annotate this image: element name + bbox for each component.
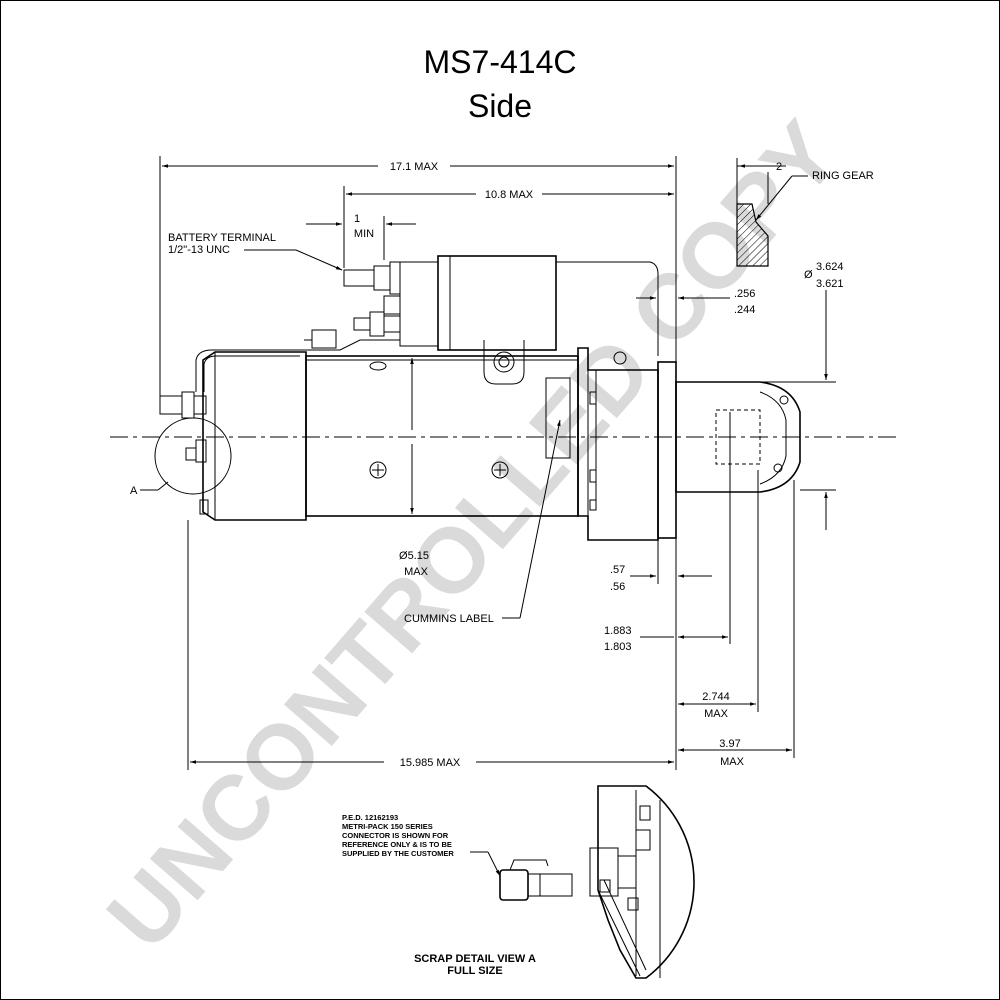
dim-flange-gap: .256 .244 [636, 288, 755, 316]
ring-gear-callout: RING GEAR [755, 170, 874, 221]
svg-text:10.8 MAX: 10.8 MAX [485, 189, 534, 201]
dim-nose-total: 3.97 MAX [678, 480, 795, 768]
dim-solenoid-length: 10.8 MAX [343, 186, 674, 268]
svg-text:2.744: 2.744 [702, 691, 730, 703]
svg-text:RING GEAR: RING GEAR [812, 170, 874, 182]
svg-text:SCRAP DETAIL VIEW A: SCRAP DETAIL VIEW A [414, 953, 536, 965]
detail-a-callout: A [130, 417, 232, 497]
cummins-label-callout: CUMMINS LABEL [404, 419, 561, 625]
scrap-detail-view-a: SCRAP DETAIL VIEW A FULL SIZE [414, 785, 695, 979]
svg-text:FULL SIZE: FULL SIZE [447, 965, 502, 977]
battery-terminal-callout: BATTERY TERMINAL 1/2"-13 UNC [168, 232, 343, 271]
svg-text:Ø: Ø [804, 269, 813, 281]
svg-text:CUMMINS LABEL: CUMMINS LABEL [404, 613, 494, 625]
dim-body-diameter: Ø5.15 MAX [399, 358, 429, 578]
detail-a-label: A [130, 485, 138, 497]
svg-text:.56: .56 [610, 581, 625, 593]
svg-text:17.1 MAX: 17.1 MAX [390, 161, 439, 173]
svg-text:3.97: 3.97 [719, 738, 740, 750]
starter-motor-body [159, 339, 801, 541]
metri-pack-connector [499, 859, 573, 901]
dim-ring-gear-offset: 2 [736, 158, 786, 204]
svg-text:SUPPLIED BY THE CUSTOMER: SUPPLIED BY THE CUSTOMER [342, 849, 454, 858]
svg-text:1.883: 1.883 [604, 625, 632, 637]
dim-pinion-diameter: Ø 3.624 3.621 [762, 261, 844, 530]
drawing-title: MS7-414C [423, 44, 577, 80]
svg-text:1: 1 [354, 213, 360, 225]
svg-text:15.985 MAX: 15.985 MAX [400, 757, 461, 769]
svg-text:.256: .256 [734, 288, 755, 300]
svg-text:REFERENCE ONLY & IS TO BE: REFERENCE ONLY & IS TO BE [342, 840, 452, 849]
dim-nose-length: 2.744 MAX [678, 470, 759, 720]
svg-text:MAX: MAX [404, 566, 429, 578]
svg-text:3.624: 3.624 [816, 261, 844, 273]
svg-text:METRI-PACK 150 SERIES: METRI-PACK 150 SERIES [342, 822, 433, 831]
svg-text:P.E.D. 12162193: P.E.D. 12162193 [342, 813, 398, 822]
dim-terminal-min: 1 MIN [306, 213, 416, 260]
svg-text:2: 2 [776, 161, 782, 173]
dim-pinion-position: 1.883 1.803 [604, 412, 731, 653]
dim-flange-thickness: .57 .56 [610, 494, 712, 770]
dim-mount-length: 15.985 MAX [187, 520, 674, 770]
ring-gear-section [736, 203, 769, 267]
svg-text:CONNECTOR IS SHOWN FOR: CONNECTOR IS SHOWN FOR [342, 831, 449, 840]
dim-overall-length: 17.1 MAX [159, 156, 677, 400]
svg-text:.244: .244 [734, 304, 755, 316]
solenoid-assembly [304, 255, 659, 385]
svg-text:BATTERY TERMINAL: BATTERY TERMINAL [168, 232, 276, 244]
svg-text:MAX: MAX [720, 756, 745, 768]
svg-text:Ø5.15: Ø5.15 [399, 550, 429, 562]
svg-text:1.803: 1.803 [604, 641, 632, 653]
svg-text:3.621: 3.621 [816, 278, 844, 290]
svg-text:MIN: MIN [354, 228, 374, 240]
svg-text:.57: .57 [610, 564, 625, 576]
svg-text:1/2"-13 UNC: 1/2"-13 UNC [168, 244, 230, 256]
connector-note: P.E.D. 12162193 METRI-PACK 150 SERIES CO… [342, 813, 501, 877]
drawing-subtitle: Side [467, 88, 533, 124]
svg-text:MAX: MAX [704, 708, 729, 720]
